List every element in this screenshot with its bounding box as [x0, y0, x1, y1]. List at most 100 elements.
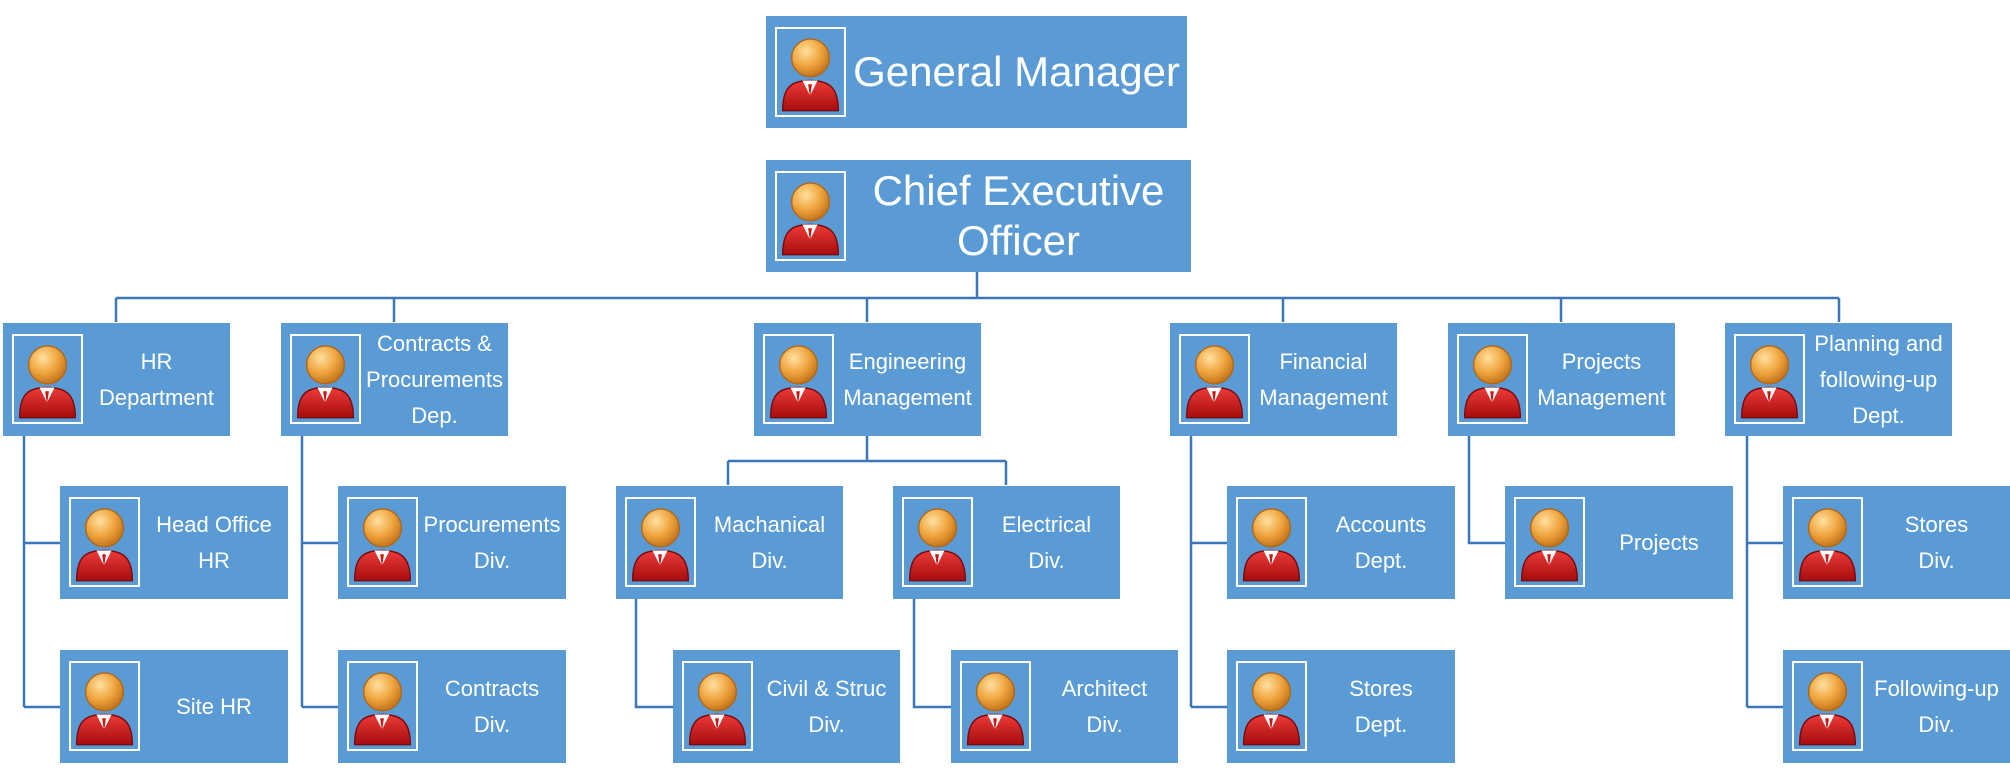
node-title-line: Department	[99, 384, 214, 410]
node-title-line: Chief Executive	[872, 167, 1165, 214]
node-site-hr[interactable]: Site HR	[60, 650, 288, 763]
connector-mechanical-children	[634, 599, 673, 709]
node-title-line: Following-up	[1874, 675, 1999, 701]
node-title-line: Head Office	[156, 511, 272, 537]
node-title-line: Electrical	[1001, 511, 1092, 537]
connector-ceo-bus	[116, 272, 1839, 300]
node-title-line: Div.	[1028, 547, 1065, 573]
node-title-line: Dept.	[1852, 402, 1905, 428]
node-title-line: Div.	[473, 547, 511, 573]
node-title-line: Architect	[1061, 675, 1148, 701]
person-icon	[1179, 334, 1250, 424]
person-icon	[763, 334, 834, 424]
node-title-line: Div.	[1086, 711, 1123, 737]
person-icon	[290, 334, 361, 424]
node-title-line: Contracts &	[377, 330, 492, 356]
node-title-line: HR	[198, 547, 230, 573]
node-title-line: following-up	[1819, 366, 1938, 392]
node-title-line: Projects	[1561, 348, 1642, 374]
node-title-line: Div.	[808, 711, 845, 737]
node-projects[interactable]: Projects	[1505, 486, 1733, 599]
connector-hr-children	[22, 436, 60, 709]
person-icon	[347, 661, 418, 751]
person-icon	[775, 27, 846, 117]
node-title-line: Contracts	[444, 675, 540, 701]
node-title-line: Dept.	[1354, 547, 1408, 573]
node-title-line: Engineering	[848, 348, 967, 374]
person-icon	[682, 661, 753, 751]
node-title-line: Projects	[1619, 529, 1699, 555]
node-title-line: Planning and	[1814, 330, 1943, 356]
person-icon	[1236, 661, 1307, 751]
node-title: Site HR	[144, 650, 284, 763]
node-title-line: Civil & Struc	[766, 675, 887, 701]
connector-contracts-children	[300, 436, 338, 709]
node-title-line: Officer	[957, 217, 1080, 264]
person-icon	[1734, 334, 1805, 424]
node-general-manager[interactable]: General Manager	[766, 16, 1187, 128]
person-icon	[775, 171, 846, 261]
node-title-line: Procurements	[366, 366, 503, 392]
person-icon	[1792, 497, 1863, 587]
node-title-line: Management	[843, 384, 972, 410]
node-title-line: Procurements	[423, 511, 561, 537]
node-title-line: Site HR	[176, 693, 252, 719]
person-icon	[1514, 497, 1585, 587]
node-title-line: General Manager	[853, 48, 1180, 95]
person-icon	[69, 661, 140, 751]
node-title: General Manager	[850, 16, 1183, 128]
node-title-line: Machanical	[713, 511, 826, 537]
node-title-line: Div.	[1918, 711, 1955, 737]
connector-financial-children	[1189, 436, 1227, 709]
node-title-line: Stores	[1904, 511, 1969, 537]
person-icon	[960, 661, 1031, 751]
person-icon	[12, 334, 83, 424]
node-title-line: Div.	[1918, 547, 1955, 573]
node-title-line: Dept.	[1354, 711, 1408, 737]
connector-electrical-children	[912, 599, 951, 709]
person-icon	[69, 497, 140, 587]
person-icon	[347, 497, 418, 587]
node-title-line: Div.	[751, 547, 788, 573]
node-title-line: Div.	[473, 711, 511, 737]
person-icon	[1457, 334, 1528, 424]
person-icon	[625, 497, 696, 587]
person-icon	[902, 497, 973, 587]
connector-projects-children	[1467, 436, 1505, 545]
connector-engineering-children	[726, 436, 1008, 485]
node-title: Projects	[1589, 486, 1729, 599]
